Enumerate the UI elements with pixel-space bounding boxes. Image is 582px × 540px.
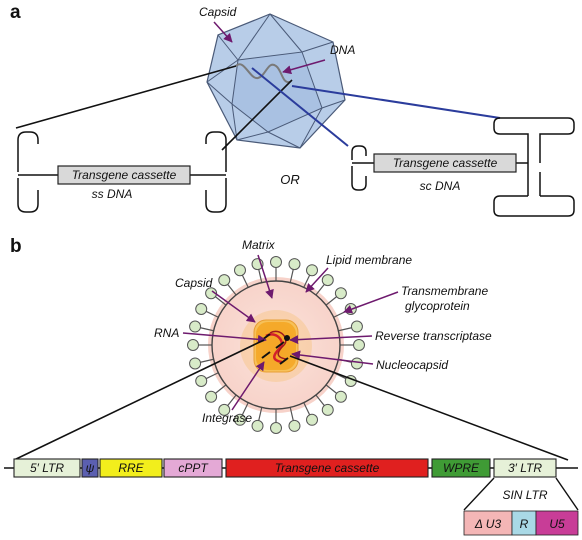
segment-transgene-cassette	[225, 458, 429, 478]
or-label: OR	[280, 172, 300, 187]
sin-label-delta-u3: Δ U3	[474, 517, 502, 531]
transmembrane-label-1: Transmembrane	[401, 284, 488, 298]
matrix-arrow	[257, 254, 274, 299]
lipid-membrane-label: Lipid membrane	[326, 253, 412, 267]
sc-line-left	[251, 67, 349, 147]
sin-line-left	[463, 477, 495, 511]
ss-dna-label: ss DNA	[92, 187, 133, 201]
segment-cppt	[163, 458, 223, 478]
segment-label-3-ltr: 3′ LTR	[508, 461, 542, 475]
dna-label: DNA	[330, 43, 355, 57]
vector-map: 5′ LTR ψ RRE cPPT Transgene cassette WPRE 3′ L…	[13, 458, 557, 478]
lipid-head	[189, 320, 202, 333]
capsid-label: Capsid	[199, 5, 237, 19]
segment-wpre	[431, 458, 491, 478]
sin-label-r: R	[520, 517, 529, 531]
lipid-head	[270, 256, 282, 268]
ss-cassette-label: Transgene cassette	[72, 168, 177, 182]
lipid-spikes	[187, 256, 365, 434]
lipid-head	[270, 422, 282, 434]
segment-label-rre: RRE	[118, 461, 144, 475]
segment-label-5-ltr: 5′ LTR	[30, 461, 64, 475]
lipid-head	[334, 390, 347, 403]
lipid-head	[195, 375, 208, 388]
lipid-head	[288, 419, 301, 432]
sc-dna-genome	[351, 117, 575, 217]
sc-dna-label: sc DNA	[420, 179, 461, 193]
capsid-b-label: Capsid	[175, 276, 213, 290]
rna-strand	[265, 333, 283, 364]
segment-5-ltr	[13, 458, 81, 478]
lipid-head	[321, 403, 334, 416]
aav-capsid	[206, 13, 346, 149]
lipid-head	[334, 287, 347, 300]
rna-label: RNA	[154, 326, 179, 340]
lipid-head	[306, 413, 319, 426]
integrase-arrow	[231, 361, 265, 411]
sin-ltr-map: Δ U3 R U5	[463, 510, 579, 536]
segment-psi	[81, 458, 99, 478]
lipid-head	[205, 390, 218, 403]
ss-dna-genome	[17, 131, 227, 213]
lipid-head	[350, 320, 363, 333]
lipid-head	[288, 258, 301, 271]
lipid-head	[189, 357, 202, 370]
lipid-head	[187, 339, 199, 351]
sin-ltr-label: SIN LTR	[502, 488, 547, 502]
panel-b-letter: b	[10, 236, 22, 257]
segment-label-transgene-cassette: Transgene cassette	[275, 461, 380, 475]
lipid-head	[321, 274, 334, 287]
sin-segment-r	[511, 510, 537, 536]
capsid-arrow	[213, 21, 233, 43]
segment-label-wpre: WPRE	[443, 461, 480, 475]
panel-a-letter: a	[10, 2, 21, 23]
lipid-head	[195, 302, 208, 315]
sin-label-u5: U5	[549, 517, 565, 531]
reverse-transcriptase-label: Reverse transcriptase	[375, 329, 492, 343]
nucleocapsid-label: Nucleocapsid	[376, 358, 448, 372]
dna-squiggle	[235, 63, 291, 84]
segment-label-psi: ψ	[86, 461, 95, 475]
lipid-head	[306, 264, 319, 277]
lipid-head	[233, 264, 246, 277]
lipid-head	[251, 419, 264, 432]
lipid-head	[233, 413, 246, 426]
ss-line-left	[15, 65, 237, 129]
sc-cassette-label: Transgene cassette	[393, 156, 498, 170]
matrix-label: Matrix	[242, 238, 276, 252]
lipid-head	[353, 339, 365, 351]
transmembrane-arrow	[343, 291, 399, 314]
sin-line-right	[555, 477, 579, 511]
lipid-head	[218, 274, 231, 287]
segment-label-cppt: cPPT	[178, 461, 209, 475]
rna-arrow	[182, 332, 267, 344]
lipid-head	[218, 403, 231, 416]
transmembrane-label-2: glycoprotein	[405, 299, 470, 313]
vector-line-left	[13, 339, 265, 461]
capsid-b-arrow	[211, 290, 256, 323]
nucleocapsid-arrow	[291, 350, 374, 365]
vector-line-right	[289, 355, 569, 461]
sin-segment-u5	[535, 510, 579, 536]
lipid-head	[350, 357, 363, 370]
segment-rre	[99, 458, 163, 478]
rt-arrow	[289, 335, 373, 345]
integrase-label: Integrase	[202, 411, 252, 425]
lipid-head	[205, 287, 218, 300]
lentivirus-particle	[187, 256, 365, 434]
segment-3-ltr	[493, 458, 557, 478]
dna-arrow	[282, 59, 326, 75]
lipid-arrow	[305, 267, 329, 293]
sc-line-right	[291, 85, 501, 119]
